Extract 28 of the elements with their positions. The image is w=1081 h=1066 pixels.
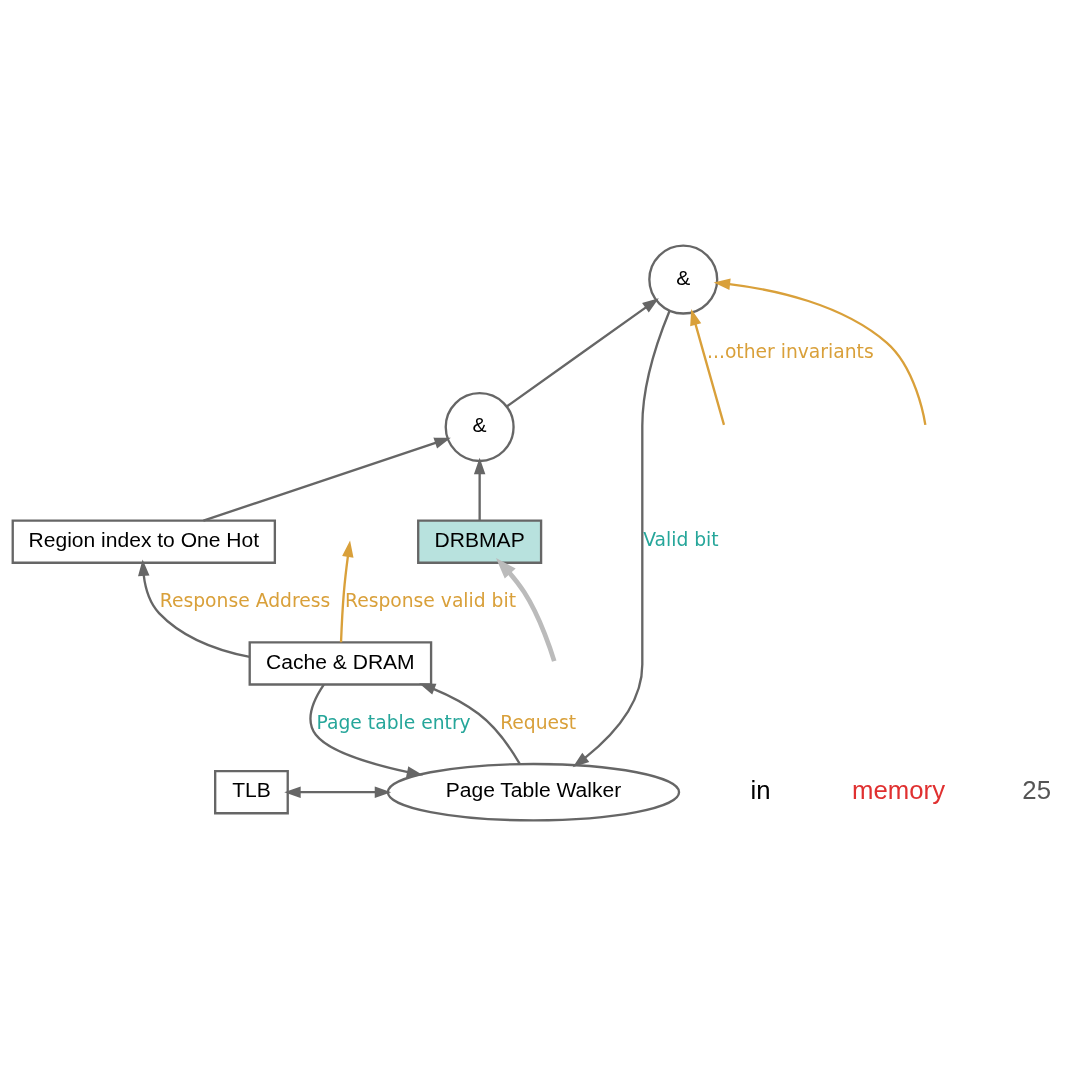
node-box: TLB (214, 769, 289, 815)
edge-label: Request (500, 711, 577, 733)
arrow (473, 457, 486, 521)
label: in (750, 775, 771, 804)
edge-label: ...other invariants (707, 340, 874, 362)
label: memory (852, 775, 946, 804)
edge-label: Valid bit (643, 529, 719, 551)
arrow (690, 309, 726, 426)
node-box: Region index to One Hot (11, 519, 277, 564)
arrow (138, 559, 250, 659)
arrow (713, 278, 927, 426)
node-box: DRBMAP (417, 519, 543, 564)
arrow (203, 437, 451, 522)
node-circle: & (648, 244, 719, 315)
label: 25 (1022, 775, 1051, 804)
arrow (419, 683, 521, 765)
edge-label: Page table entry (316, 711, 471, 733)
edge-label: Response valid bit (344, 590, 517, 612)
node-box: Cache & DRAM (248, 641, 433, 686)
edge-label: Response Address (159, 590, 331, 612)
arrow (309, 684, 424, 778)
arrow (284, 786, 392, 798)
arrow (506, 298, 659, 408)
node-ellipse: Page Table Walker (386, 762, 681, 822)
arrow (572, 310, 671, 768)
node-circle: & (444, 391, 515, 463)
arrow (496, 557, 557, 662)
arrow (339, 540, 354, 643)
